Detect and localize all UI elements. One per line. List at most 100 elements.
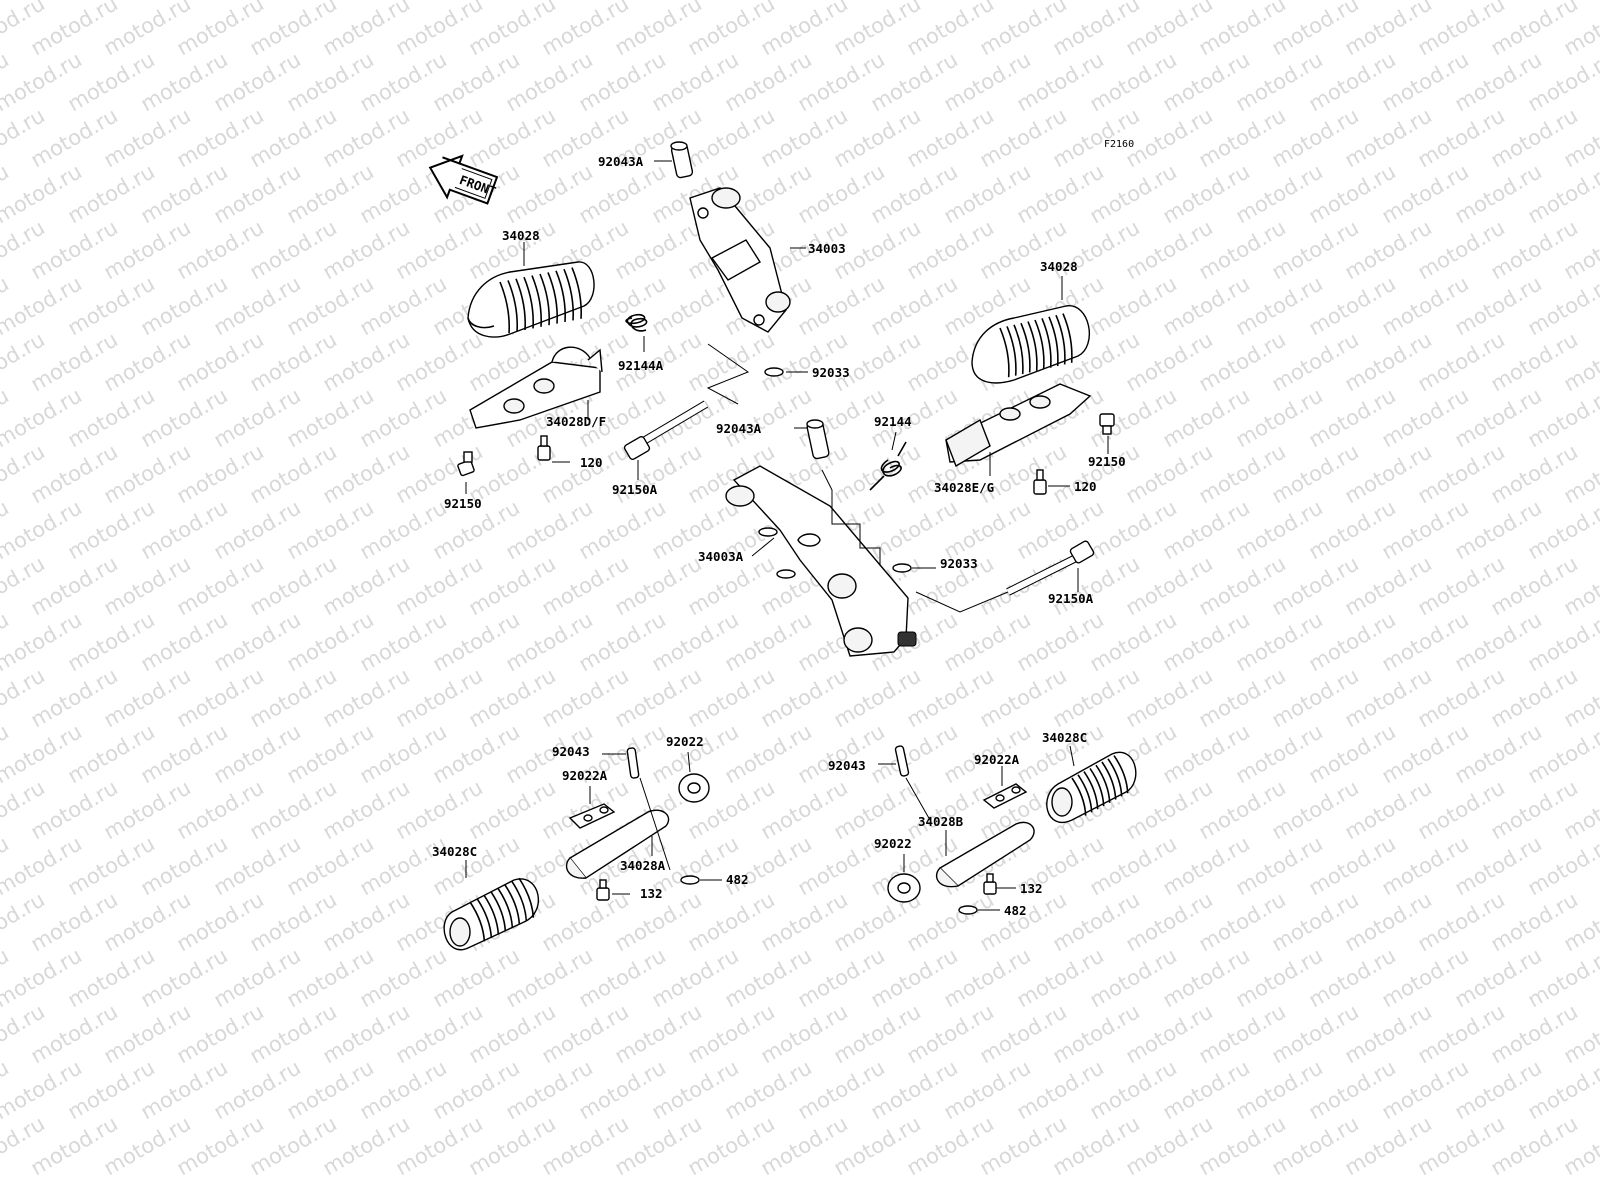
label-34028DF: 34028D/F [546,414,606,429]
rubber-rib [504,884,521,925]
watermark-text: motod.ru [1597,0,1600,4]
label-92043A-mid: 92043A [716,421,762,436]
label-132-right: 132 [1020,881,1043,896]
label-120-right: 120 [1074,479,1097,494]
rubber-rib [1083,771,1099,810]
rubber-rib [555,270,567,323]
footpeg-34028A [565,809,670,879]
rubber-rib [1041,318,1052,368]
rubber-rib [999,327,1010,378]
label-92144A: 92144A [618,358,664,373]
rubber-rib [1095,764,1111,803]
front-arrow-icon: FRONT [428,154,499,205]
bolt-132-right [983,873,997,895]
bolt-132-left [596,879,610,901]
label-92022A-right: 92022A [974,752,1020,767]
leader-lines [465,160,1109,911]
rubber-rib [499,281,511,334]
bolt-92150-left [457,451,475,477]
clip-92033-mid [892,563,912,573]
plate-92022A-right [982,783,1028,809]
pin-92043-right [894,745,910,777]
label-92150A-left: 92150A [612,482,658,497]
label-92022-right: 92022 [874,836,912,851]
bolt-120-right [1033,469,1047,495]
label-92043-right: 92043 [828,758,866,773]
rubber-rib [476,898,493,939]
clip-482-right [958,905,978,915]
label-92033-mid: 92033 [940,556,978,571]
rubber-rib [469,901,486,942]
label-482-right: 482 [1004,903,1027,918]
rubber-rib [523,276,535,329]
rubber-rib [497,887,514,928]
rubber-rib [1089,767,1105,807]
rubber-rib [563,268,575,321]
footpeg-rubber-34028-right [971,305,1091,384]
label-92150-left: 92150 [444,496,482,511]
footpeg-rubber-34028C-left [443,877,540,951]
label-120-left: 120 [580,455,603,470]
rubber-rib [547,272,559,324]
rubber-rib [490,891,507,932]
diagram-code: F2160 [1104,139,1134,150]
footpeg-34028EG [945,383,1092,468]
washer-92022-left [678,773,710,803]
bracket-34003 [689,187,791,333]
label-482-left: 482 [726,872,749,887]
label-34028B: 34028B [918,814,964,829]
bracket-34003A [725,465,917,657]
footpeg-34028DF [469,346,603,429]
bolt-92150-right [1099,413,1115,435]
rubber-rib [507,280,519,332]
label-92150A-right: 92150A [1048,591,1094,606]
rubber-rib [1071,777,1087,816]
label-34028-right: 34028 [1040,259,1078,274]
spring-92144A [625,313,648,332]
rubber-rib [1107,758,1123,797]
pin-92043A-mid [806,419,830,460]
plate-92022A-left [568,803,616,829]
rubber-rib [1034,319,1045,370]
bolt-120-left [537,435,551,461]
footpeg-rubber-34028-left [467,261,595,338]
label-92043-left: 92043 [552,744,590,759]
rubber-rib [1013,324,1024,375]
label-92144: 92144 [874,414,912,429]
label-92150-right: 92150 [1088,454,1126,469]
rubber-rib [539,273,551,326]
rubber-rib [515,278,527,331]
label-34028EG: 34028E/G [934,480,994,495]
label-34028A: 34028A [620,858,666,873]
washer-92022-right [887,873,921,903]
footpeg-rubber-34028C-right [1046,751,1137,823]
clip-92033-top [764,367,784,377]
rubber-rib [1062,313,1073,363]
label-34003A: 34003A [698,549,744,564]
rubber-rib [483,894,500,935]
bolt-92150A-left [623,400,709,461]
rubber-rib [571,267,583,319]
pin-92043A-top [670,141,694,179]
label-34028C-right: 34028C [1042,730,1087,745]
rubber-rib [1027,321,1038,371]
rubber-rib [1113,755,1129,794]
part-labels: 92043A 34003 34028 92144A 92033 34028D/F… [432,154,1126,918]
clip-482-left [680,875,700,885]
label-92033-top: 92033 [812,365,850,380]
rubber-rib [1006,326,1017,376]
pin-92043-left [626,747,640,779]
rubber-rib [1055,314,1066,365]
rubber-rib [1101,761,1117,800]
spring-92144 [869,441,907,491]
label-92043A-top: 92043A [598,154,644,169]
rubber-rib [531,275,543,327]
label-92022-left: 92022 [666,734,704,749]
rubber-rib [518,877,535,918]
rubber-rib [1020,322,1031,373]
label-34028-left: 34028 [502,228,540,243]
pin-34003A-a [758,527,778,537]
footpeg-34028B [935,821,1035,888]
